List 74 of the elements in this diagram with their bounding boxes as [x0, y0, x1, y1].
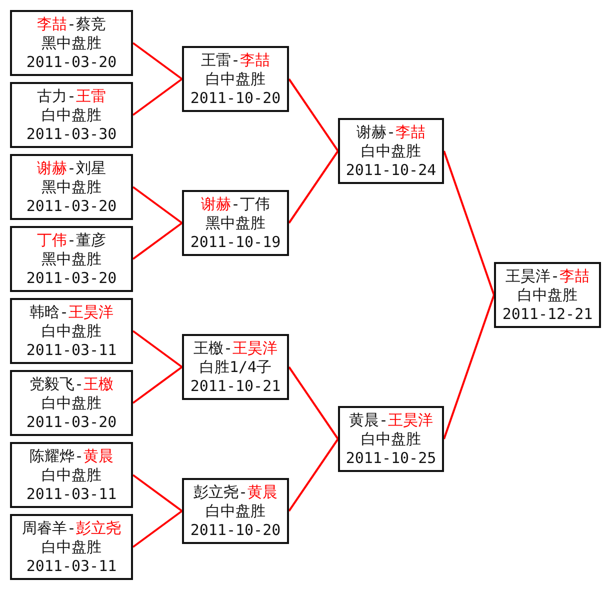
game-result: 黑中盘胜	[42, 34, 102, 52]
match-box	[10, 82, 133, 148]
player-names: 王昊洋-李喆	[505, 266, 590, 286]
game-date: 2011-03-11	[26, 340, 117, 360]
game-date: 2011-10-20	[190, 88, 281, 108]
match-box	[182, 190, 289, 256]
game-result: 白中盘胜	[42, 538, 102, 556]
connector-line	[132, 510, 183, 548]
game-date: 2011-10-24	[346, 160, 436, 180]
game-date: 2011-03-20	[26, 196, 117, 216]
match-box	[10, 226, 133, 292]
connector-line	[288, 78, 339, 152]
match-box	[338, 406, 444, 472]
connector-line	[443, 150, 495, 296]
match-box	[10, 154, 133, 220]
connector-line	[132, 366, 183, 404]
game-result: 白中盘胜	[361, 142, 421, 160]
player-names: 谢赫-刘星	[36, 158, 106, 178]
match-box	[494, 262, 601, 328]
player-names: 王雷-李喆	[200, 50, 270, 70]
game-result: 白中盘胜	[42, 322, 102, 340]
player-names: 周睿羊-彭立尧	[22, 518, 122, 538]
player-names: 韩晗-王昊洋	[29, 302, 114, 322]
connector-line	[132, 474, 183, 512]
game-result: 白中盘胜	[361, 430, 421, 448]
game-date: 2011-03-20	[26, 268, 117, 288]
match-box	[182, 334, 289, 400]
connector-line	[132, 222, 183, 260]
game-date: 2011-10-20	[190, 520, 281, 540]
game-date: 2011-10-19	[190, 232, 281, 252]
game-date: 2011-03-11	[26, 556, 117, 576]
match-box	[10, 298, 133, 364]
game-result: 白中盘胜	[42, 466, 102, 484]
game-date: 2011-03-20	[26, 52, 117, 72]
connector-line	[288, 438, 339, 512]
game-result: 白中盘胜	[206, 70, 266, 88]
game-date: 2011-10-25	[346, 448, 436, 468]
connector-line	[132, 42, 183, 80]
connector-line	[132, 330, 183, 368]
game-result: 黑中盘胜	[42, 178, 102, 196]
player-names: 陈耀烨-黄晨	[29, 446, 114, 466]
game-date: 2011-10-21	[190, 376, 281, 396]
player-names: 丁伟-董彦	[36, 230, 106, 250]
game-result: 黑中盘胜	[42, 250, 102, 268]
game-result: 白中盘胜	[518, 286, 578, 304]
player-names: 党毅飞-王檄	[29, 374, 114, 394]
game-result: 白中盘胜	[206, 502, 266, 520]
player-names: 谢赫-李喆	[356, 122, 426, 142]
connector-line	[132, 78, 183, 116]
match-box	[10, 370, 133, 436]
player-names: 王檄-王昊洋	[193, 338, 278, 358]
game-result: 白中盘胜	[42, 394, 102, 412]
game-date: 2011-12-21	[502, 304, 593, 324]
game-result: 白胜1/4子	[199, 358, 272, 376]
connector-line	[443, 294, 495, 440]
player-names: 彭立尧-黄晨	[193, 482, 278, 502]
player-names: 李喆-蔡竞	[36, 14, 106, 34]
match-box	[338, 118, 444, 184]
player-names: 谢赫-丁伟	[200, 194, 270, 214]
match-box	[182, 478, 289, 544]
game-result: 白中盘胜	[42, 106, 102, 124]
game-date: 2011-03-30	[26, 124, 117, 144]
connector-line	[288, 366, 339, 440]
player-names: 古力-王雷	[36, 86, 106, 106]
match-box	[10, 10, 133, 76]
match-box	[182, 46, 289, 112]
connector-line	[288, 150, 339, 224]
player-names: 黄晨-王昊洋	[348, 410, 434, 430]
match-box	[10, 442, 133, 508]
game-date: 2011-03-11	[26, 484, 117, 504]
game-date: 2011-03-20	[26, 412, 117, 432]
game-result: 黑中盘胜	[206, 214, 266, 232]
connector-line	[132, 186, 183, 224]
match-box	[10, 514, 133, 580]
